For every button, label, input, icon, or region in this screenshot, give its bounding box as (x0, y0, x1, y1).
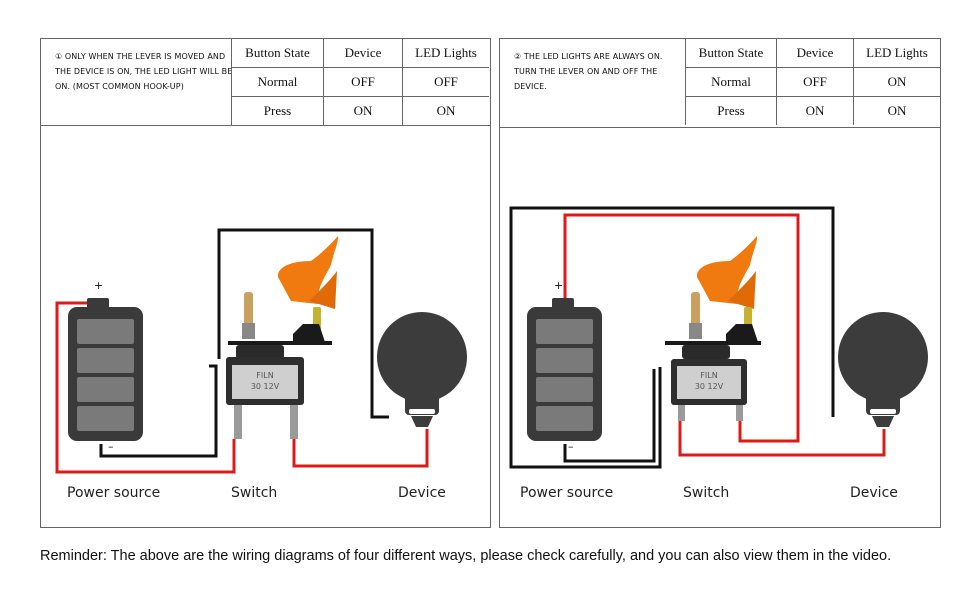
switch-rating-text: 30 12V (695, 382, 724, 391)
header-led-lights: LED Lights (402, 39, 489, 68)
black-wire-negative (563, 369, 656, 463)
table-header-row: Button State Device LED Lights (685, 39, 940, 68)
table-cell: OFF (776, 67, 854, 97)
header-device: Device (776, 39, 854, 68)
table-row: Normal OFF OFF (231, 67, 489, 97)
table-cell: ON (853, 67, 940, 97)
switch-brand-text: FILN (700, 371, 717, 380)
black-wire-outer (509, 206, 835, 469)
minus-terminal-label: – (568, 440, 574, 453)
panel-header: ② THE LED LIGHTS ARE ALWAYS ON. TURN THE… (500, 39, 940, 128)
wiring-diagram: + – FILN 30 12V (55, 228, 467, 474)
switch-rating-text: 30 12V (251, 382, 280, 391)
label-power-source: Power source (67, 485, 161, 501)
table-cell: Press (231, 96, 324, 125)
red-wire-device (678, 419, 886, 457)
header-button-state: Button State (685, 39, 777, 68)
lightbulb-icon (377, 312, 467, 427)
table-cell: ON (402, 96, 489, 125)
red-wire-positive (55, 301, 236, 474)
panel-header: ① ONLY WHEN THE LEVER IS MOVED AND THE D… (41, 39, 490, 126)
label-switch: Switch (683, 485, 730, 501)
state-table: Button State Device LED Lights Normal OF… (231, 39, 489, 125)
wiring-panel-2: ② THE LED LIGHTS ARE ALWAYS ON. TURN THE… (499, 38, 941, 528)
table-cell: ON (323, 96, 403, 125)
table-row: Press ON ON (685, 96, 940, 125)
table-cell: Press (685, 96, 777, 125)
wiring-diagram: + – FILN 30 12V (509, 206, 928, 469)
plus-terminal-label: + (554, 279, 563, 292)
black-wire-top (217, 228, 389, 419)
table-cell: ON (853, 96, 940, 125)
battery-icon (68, 298, 143, 441)
reminder-text: Reminder: The above are the wiring diagr… (40, 548, 892, 564)
switch-brand-text: FILN (256, 371, 273, 380)
black-wire-negative (99, 364, 218, 458)
plus-terminal-label: + (94, 279, 103, 292)
header-device: Device (323, 39, 403, 68)
table-row: Press ON ON (231, 96, 489, 125)
label-power-source: Power source (520, 485, 614, 501)
table-cell: OFF (402, 67, 489, 97)
wiring-panel-1: ① ONLY WHEN THE LEVER IS MOVED AND THE D… (40, 38, 491, 528)
lightbulb-icon (838, 312, 928, 427)
table-cell: Normal (231, 67, 324, 97)
red-wire-device (292, 429, 429, 468)
header-led-lights: LED Lights (853, 39, 940, 68)
table-cell: ON (776, 96, 854, 125)
wiring-note: ① ONLY WHEN THE LEVER IS MOVED AND THE D… (55, 52, 233, 91)
table-header-row: Button State Device LED Lights (231, 39, 489, 68)
red-wire-positive (563, 213, 800, 443)
wiring-note: ② THE LED LIGHTS ARE ALWAYS ON. TURN THE… (514, 52, 663, 91)
minus-terminal-label: – (108, 440, 114, 453)
label-device: Device (398, 485, 446, 501)
table-row: Normal OFF ON (685, 67, 940, 97)
table-cell: Normal (685, 67, 777, 97)
state-table: Button State Device LED Lights Normal OF… (685, 39, 940, 125)
toggle-switch-icon (665, 236, 761, 421)
toggle-switch-icon (226, 236, 339, 439)
label-switch: Switch (231, 485, 278, 501)
battery-icon (527, 298, 602, 441)
label-device: Device (850, 485, 898, 501)
header-button-state: Button State (231, 39, 324, 68)
table-cell: OFF (323, 67, 403, 97)
